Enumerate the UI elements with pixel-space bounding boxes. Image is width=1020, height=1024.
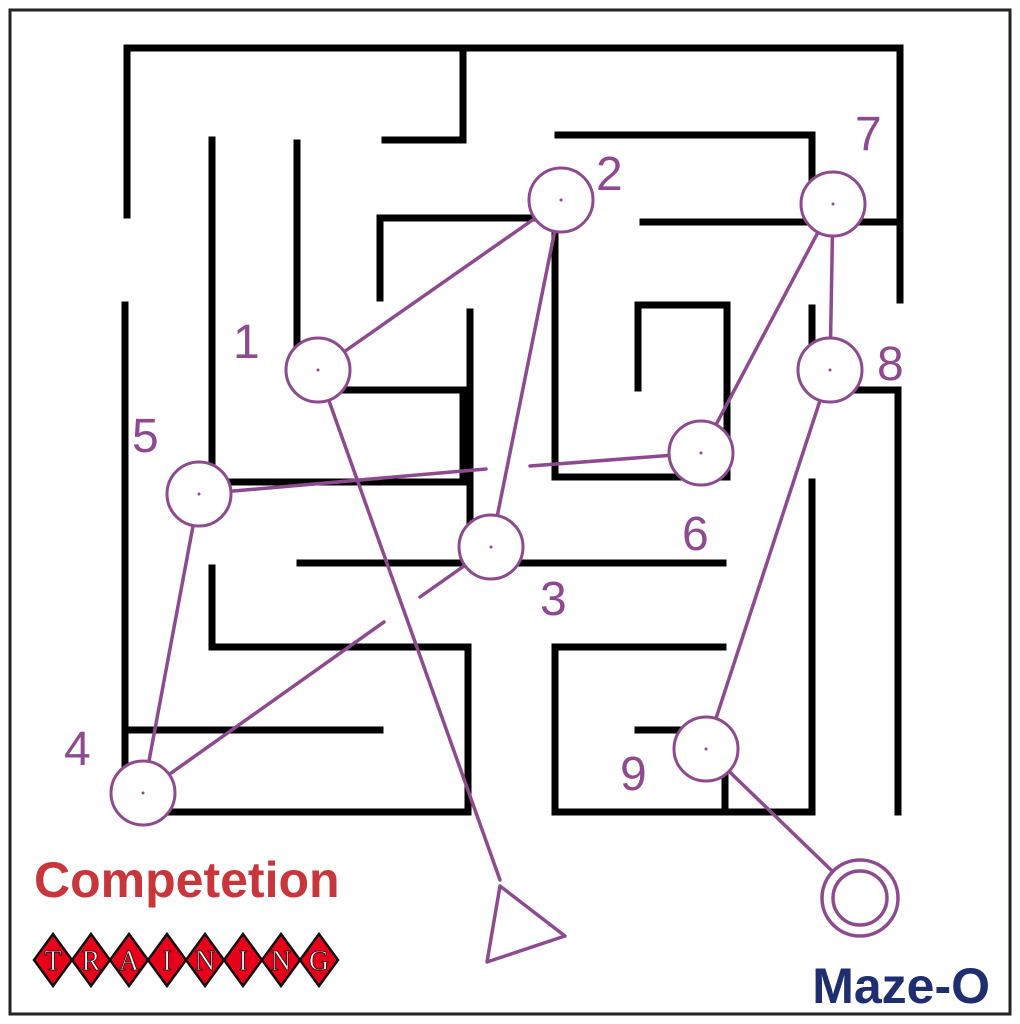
checkpoint-label: 5 bbox=[132, 410, 159, 463]
maze-walls bbox=[121, 44, 904, 816]
badge-letter: R bbox=[82, 946, 101, 977]
checkpoint-center-dot bbox=[489, 545, 493, 549]
checkpoint-center-dot bbox=[559, 198, 563, 202]
badge-diamond bbox=[70, 931, 112, 989]
badge-diamond bbox=[184, 931, 226, 989]
route-segment bbox=[704, 368, 832, 751]
finish-inner-ring bbox=[831, 869, 889, 927]
route-segment bbox=[316, 198, 563, 372]
checkpoint-label: 1 bbox=[233, 316, 260, 369]
finish-target-icon bbox=[820, 858, 900, 938]
start-triangle-icon bbox=[485, 884, 567, 964]
route-segment bbox=[316, 368, 502, 882]
checkpoint-label: 8 bbox=[877, 338, 904, 391]
checkpoint-center-dot bbox=[197, 492, 201, 496]
badge-letter: A bbox=[119, 946, 140, 977]
checkpoint-center-dot bbox=[141, 791, 145, 795]
badge-diamond bbox=[146, 931, 188, 989]
brand-headline: Competetion bbox=[34, 852, 340, 908]
route-segment bbox=[699, 202, 835, 455]
route-segment bbox=[489, 198, 563, 549]
badge-letter: I bbox=[238, 946, 247, 977]
checkpoint-center-dot bbox=[704, 747, 708, 751]
checkpoint-label: 9 bbox=[620, 748, 647, 801]
badge-letter: N bbox=[271, 946, 291, 977]
checkpoint-label: 6 bbox=[682, 508, 709, 561]
badge-letter: I bbox=[162, 946, 171, 977]
checkpoint-label: 4 bbox=[64, 723, 91, 776]
badge-letter: G bbox=[309, 946, 329, 977]
badge-diamond bbox=[298, 931, 340, 989]
route-segment bbox=[197, 467, 488, 496]
badge-letter: T bbox=[44, 946, 61, 977]
badge-diamond bbox=[222, 931, 264, 989]
checkpoint-label: 2 bbox=[596, 148, 623, 201]
route-segment bbox=[141, 620, 386, 795]
checkpoint-center-dot bbox=[699, 451, 703, 455]
checkpoint-center-dot bbox=[831, 202, 835, 206]
checkpoint-center-dot bbox=[316, 368, 320, 372]
checkpoint-label: 3 bbox=[540, 573, 567, 626]
badge-letter: N bbox=[195, 946, 215, 977]
badge-diamond bbox=[260, 931, 302, 989]
checkpoint-label: 7 bbox=[855, 108, 882, 161]
badge-diamond bbox=[108, 931, 150, 989]
checkpoint-center-dot bbox=[828, 368, 832, 372]
route-segment bbox=[141, 492, 201, 795]
badge-diamond bbox=[32, 931, 74, 989]
page-title: Maze-O bbox=[812, 958, 990, 1014]
checkpoint-circles bbox=[109, 166, 867, 827]
